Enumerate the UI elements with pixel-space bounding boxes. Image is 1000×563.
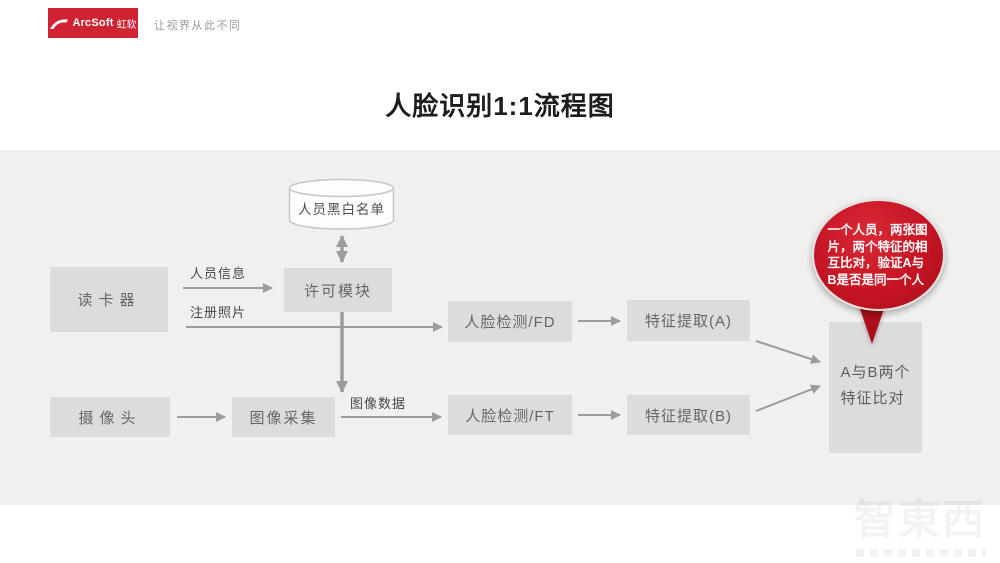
watermark-text: 智東西 bbox=[854, 486, 986, 547]
arcsoft-swoosh-icon bbox=[50, 18, 69, 29]
logo-brand-cn-text: 虹软 bbox=[116, 19, 137, 31]
node-face-detect-fd: 人脸检测/FD bbox=[448, 301, 572, 342]
node-card-reader: 读卡器 bbox=[50, 267, 168, 332]
database-cylinder-icon bbox=[288, 178, 395, 230]
node-feature-extract-a: 特征提取(A) bbox=[627, 300, 750, 341]
logo-brand-text: ArcSoft bbox=[72, 17, 114, 29]
node-image-capture: 图像采集 bbox=[232, 397, 335, 437]
watermark-dots bbox=[856, 549, 986, 557]
node-camera: 摄像头 bbox=[50, 397, 170, 437]
node-face-detect-ft: 人脸检测/FT bbox=[448, 395, 572, 435]
page-title: 人脸识别1:1流程图 bbox=[385, 91, 615, 121]
node-compare: A与B两个 特征比对 bbox=[829, 322, 922, 453]
node-permission-module: 许可模块 bbox=[284, 268, 392, 312]
arcsoft-logo: ArcSoft 虹软 bbox=[48, 8, 138, 38]
callout-text: 一个人员，两张图片，两个特征的相互比对，验证A与B是否是同一个人 bbox=[827, 223, 928, 287]
label-person-info: 人员信息 bbox=[190, 266, 247, 281]
watermark: 智東西 bbox=[854, 486, 986, 557]
brand-tagline: 让视界从此不同 bbox=[154, 20, 242, 32]
label-image-data: 图像数据 bbox=[350, 396, 407, 411]
callout-bubble: 一个人员，两张图片，两个特征的相互比对，验证A与B是否是同一个人 bbox=[812, 199, 945, 311]
node-feature-extract-b: 特征提取(B) bbox=[627, 395, 750, 435]
node-blacklist-db: 人员黑白名单 bbox=[288, 178, 395, 230]
node-blacklist-db-label: 人员黑白名单 bbox=[298, 202, 385, 217]
label-register-photo: 注册照片 bbox=[190, 305, 247, 320]
